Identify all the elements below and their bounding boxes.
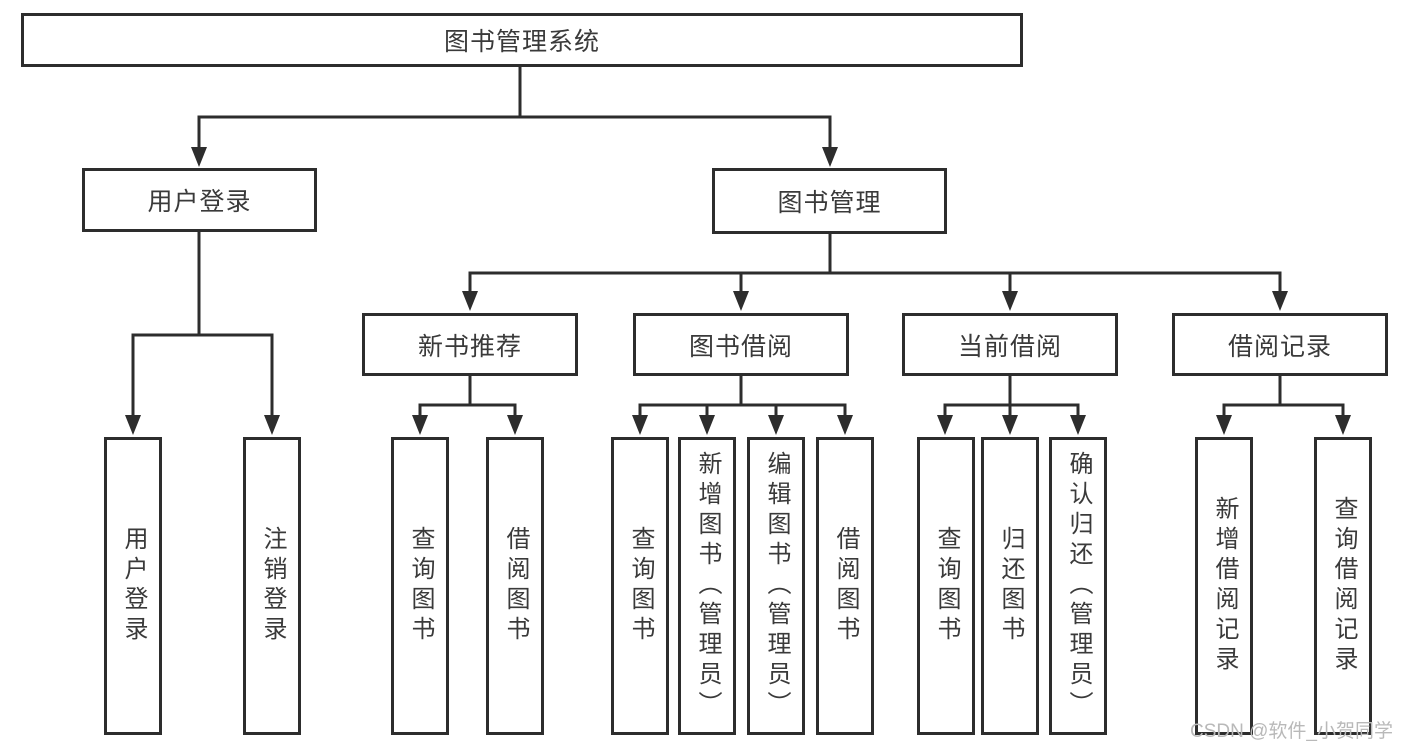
leaf-borrow-book: 借阅图书 [816, 437, 874, 735]
leaf-logout-label: 注销登录 [259, 526, 286, 646]
leaf-add-book-admin: 新增图书（管理员） [678, 437, 736, 735]
leaf-edit-book-admin-label: 编辑图书（管理员） [763, 451, 790, 721]
node-new-book-recommend-label: 新书推荐 [417, 332, 522, 361]
leaf-query-books-recommend: 查询图书 [391, 437, 449, 735]
leaf-query-borrow-record-label: 查询借阅记录 [1330, 496, 1357, 676]
node-book-management: 图书管理 [712, 168, 947, 234]
node-root-label: 图书管理系统 [443, 28, 600, 56]
leaf-return-book: 归还图书 [981, 437, 1039, 735]
leaf-query-books-current-label: 查询图书 [933, 526, 960, 646]
leaf-query-books-current: 查询图书 [917, 437, 975, 735]
node-book-borrow-label: 图书借阅 [688, 332, 793, 361]
leaf-add-book-admin-label: 新增图书（管理员） [694, 451, 721, 721]
node-borrow-records: 借阅记录 [1172, 313, 1388, 376]
leaf-add-borrow-record-label: 新增借阅记录 [1211, 496, 1238, 676]
leaf-confirm-return-admin: 确认归还（管理员） [1049, 437, 1107, 735]
node-borrow-records-label: 借阅记录 [1227, 332, 1332, 361]
node-current-borrow-label: 当前借阅 [957, 332, 1062, 361]
leaf-query-books-borrow-label: 查询图书 [627, 526, 654, 646]
node-book-borrow: 图书借阅 [633, 313, 849, 376]
leaf-logout: 注销登录 [243, 437, 301, 735]
node-new-book-recommend: 新书推荐 [362, 313, 578, 376]
leaf-user-login-label: 用户登录 [120, 526, 147, 646]
leaf-query-borrow-record: 查询借阅记录 [1314, 437, 1372, 735]
leaf-borrow-book-label: 借阅图书 [832, 526, 859, 646]
leaf-borrow-book-recommend: 借阅图书 [486, 437, 544, 735]
leaf-return-book-label: 归还图书 [997, 526, 1024, 646]
node-user-login-label: 用户登录 [147, 188, 252, 216]
leaf-add-borrow-record: 新增借阅记录 [1195, 437, 1253, 735]
node-user-login: 用户登录 [82, 168, 317, 232]
leaf-borrow-book-recommend-label: 借阅图书 [502, 526, 529, 646]
node-book-management-label: 图书管理 [777, 189, 882, 217]
leaf-query-books-recommend-label: 查询图书 [407, 526, 434, 646]
node-current-borrow: 当前借阅 [902, 313, 1118, 376]
watermark: CSDN @软件_小贺同学 [1190, 721, 1393, 742]
leaf-query-books-borrow: 查询图书 [611, 437, 669, 735]
leaf-user-login: 用户登录 [104, 437, 162, 735]
leaf-confirm-return-admin-label: 确认归还（管理员） [1065, 451, 1092, 721]
node-root: 图书管理系统 [21, 13, 1023, 67]
leaf-edit-book-admin: 编辑图书（管理员） [747, 437, 805, 735]
